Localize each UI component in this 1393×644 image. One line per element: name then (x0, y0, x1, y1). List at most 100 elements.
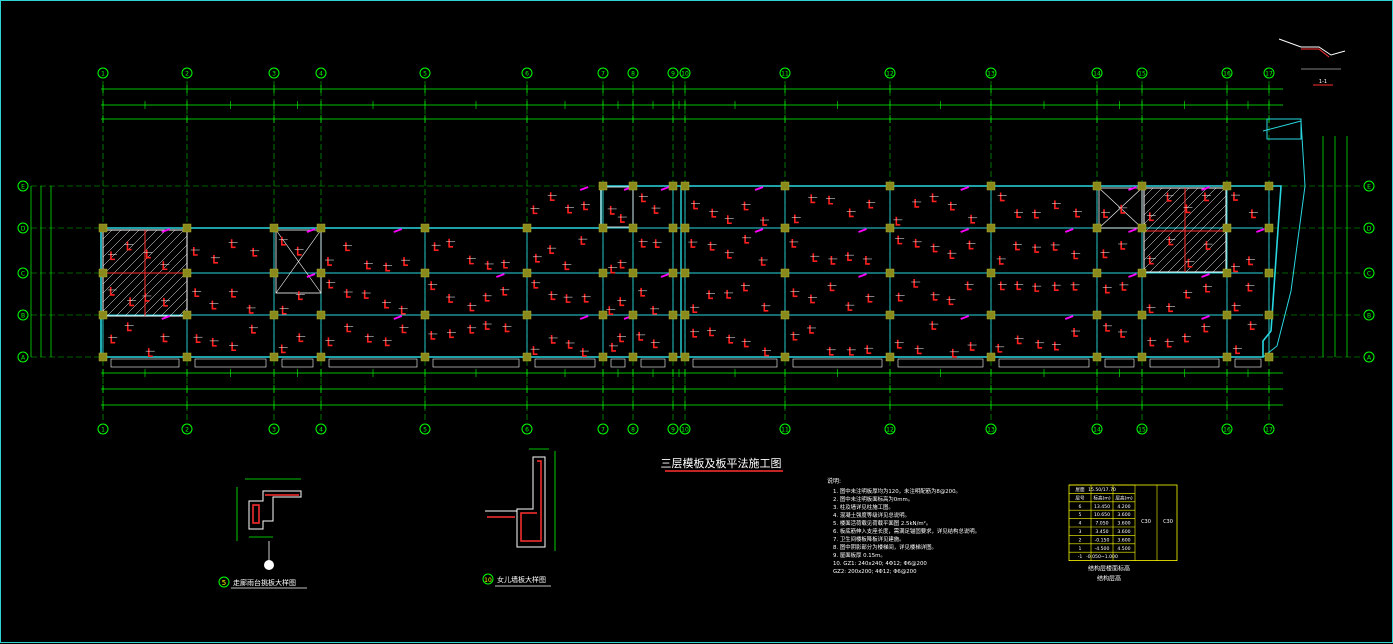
svg-text:15: 15 (1138, 71, 1146, 78)
note-line: 10. GZ1: 240x240; 4Φ12; Φ6@200 (833, 561, 927, 567)
table-cell: 6 (1079, 504, 1082, 510)
svg-text:D: D (1367, 226, 1372, 233)
table-cell: 3.600 (1117, 537, 1130, 543)
svg-text:12: 12 (886, 427, 894, 434)
svg-text:5: 5 (423, 427, 427, 434)
note-line: GZ2: 200x200; 4Φ12; Φ6@200 (833, 569, 917, 575)
svg-text:8: 8 (631, 71, 635, 78)
table-cell: 1 (1079, 546, 1082, 552)
axis-bubbles: 1122334455667788991010111112121313141415… (17, 67, 1375, 435)
table-cell: 2 (1079, 537, 1082, 543)
note-line: 3. 柱及墙详见柱施工图。 (833, 503, 894, 511)
table-cell: 7.050 (1095, 521, 1108, 527)
svg-text:E: E (21, 184, 25, 191)
svg-text:5: 5 (423, 71, 427, 78)
svg-text:12: 12 (886, 71, 894, 78)
detail-a-number: 5 (222, 579, 226, 587)
table-cell: 3.600 (1117, 512, 1130, 518)
note-line: 7. 卫生间楼板降板详见建施。 (833, 535, 905, 543)
drawing-title: 三层模板及板平法施工图 (661, 456, 782, 470)
table-cell: 15.50/17.70 (1088, 487, 1116, 493)
svg-text:11: 11 (781, 427, 789, 434)
svg-text:A: A (1367, 355, 1372, 362)
svg-text:7: 7 (601, 427, 605, 434)
detail-b-title: 女儿墙板大样图 (497, 575, 546, 584)
notes-block: 说明: 1. 图中未注明板厚均为120，未注明配筋为8@200。2. 图中未注明… (827, 477, 980, 575)
table-cell: 3 (1079, 529, 1082, 535)
svg-text:1: 1 (101, 71, 105, 78)
section-sketch: 1-1 (1278, 38, 1346, 86)
svg-text:6: 6 (525, 71, 529, 78)
note-line: 9. 屋面板厚 0.15m。 (833, 551, 886, 559)
table-cell: 层号 (1075, 495, 1085, 501)
svg-text:11: 11 (781, 71, 789, 78)
note-line: 2. 图中未注明板面标高为0mm。 (833, 495, 913, 503)
concrete-grade-2: C30 (1163, 519, 1173, 525)
detail-a-title: 走廊雨台挑板大样图 (233, 578, 296, 587)
svg-text:8: 8 (631, 427, 635, 434)
svg-text:3: 3 (272, 71, 276, 78)
concrete-grade: C30 (1141, 519, 1151, 525)
table-sub-caption: 结构层高 (1097, 575, 1121, 583)
table-cell: 5 (1079, 512, 1082, 518)
note-line: 6. 板底筋伸入支座长度，需满足锚固要求，详见结构总说明。 (833, 527, 980, 535)
svg-text:14: 14 (1093, 71, 1101, 78)
svg-text:17: 17 (1265, 71, 1273, 78)
detail-b: 10 女儿墙板大样图 (482, 448, 556, 587)
rebar-marks (107, 186, 1265, 358)
table-cell: 3.600 (1117, 529, 1130, 535)
table-cell: 标高(m) (1093, 494, 1110, 501)
detail-b-number: 10 (484, 577, 492, 584)
svg-text:9: 9 (671, 71, 675, 78)
svg-text:3: 3 (272, 427, 276, 434)
svg-text:2: 2 (185, 427, 189, 434)
svg-text:1: 1 (101, 427, 105, 434)
table-cell: 10.650 (1094, 512, 1110, 518)
svg-text:A: A (21, 355, 26, 362)
section-label: 1-1 (1319, 79, 1327, 85)
svg-text:C: C (1367, 271, 1371, 278)
svg-text:2: 2 (185, 71, 189, 78)
svg-text:4: 4 (319, 427, 323, 434)
note-line: 4. 混凝土强度等级详见总说明。 (833, 511, 910, 519)
svg-text:9: 9 (671, 427, 675, 434)
svg-text:C: C (21, 271, 25, 278)
svg-text:13: 13 (987, 427, 995, 434)
svg-text:6: 6 (525, 427, 529, 434)
svg-text:15: 15 (1138, 427, 1146, 434)
svg-text:B: B (21, 313, 25, 320)
table-cell: 13.450 (1094, 504, 1110, 510)
svg-text:4: 4 (319, 71, 323, 78)
table-cell: -0.150 (1095, 537, 1110, 543)
table-cell: 4.200 (1117, 504, 1130, 510)
table-caption: 结构层楼面标高 (1088, 565, 1130, 573)
note-line: 1. 图中未注明板厚均为120，未注明配筋为8@200。 (833, 487, 961, 495)
notes-header: 说明: (827, 477, 841, 485)
detail-a-bubble (218, 576, 230, 588)
svg-text:10: 10 (681, 427, 689, 434)
table-cell: 3.600 (1117, 521, 1130, 527)
note-line: 8. 图中阴影部分为楼梯间，详见楼梯详图。 (833, 543, 937, 551)
svg-text:13: 13 (987, 71, 995, 78)
table-cell: -0.050~1.000 (1086, 554, 1118, 560)
svg-text:D: D (21, 226, 26, 233)
detail-b-bubble (482, 573, 494, 585)
svg-text:14: 14 (1093, 427, 1101, 434)
table-cell: 4.500 (1117, 546, 1130, 552)
columns (98, 181, 1274, 362)
table-cell: 3.450 (1095, 529, 1108, 535)
note-line: 5. 楼面活荷载见荷载平面图 2.5kN/m²。 (833, 519, 931, 527)
table-cell: -4.500 (1095, 546, 1110, 552)
svg-text:E: E (1367, 184, 1371, 191)
detail-a: 5 走廊雨台挑板大样图 (218, 478, 307, 589)
table-cell: 屋面 (1075, 487, 1085, 493)
svg-text:10: 10 (681, 71, 689, 78)
table-cell: 4 (1079, 521, 1082, 527)
svg-text:B: B (1367, 313, 1371, 320)
svg-text:17: 17 (1265, 427, 1273, 434)
svg-text:16: 16 (1223, 427, 1231, 434)
table-cell: -1 (1078, 554, 1083, 560)
